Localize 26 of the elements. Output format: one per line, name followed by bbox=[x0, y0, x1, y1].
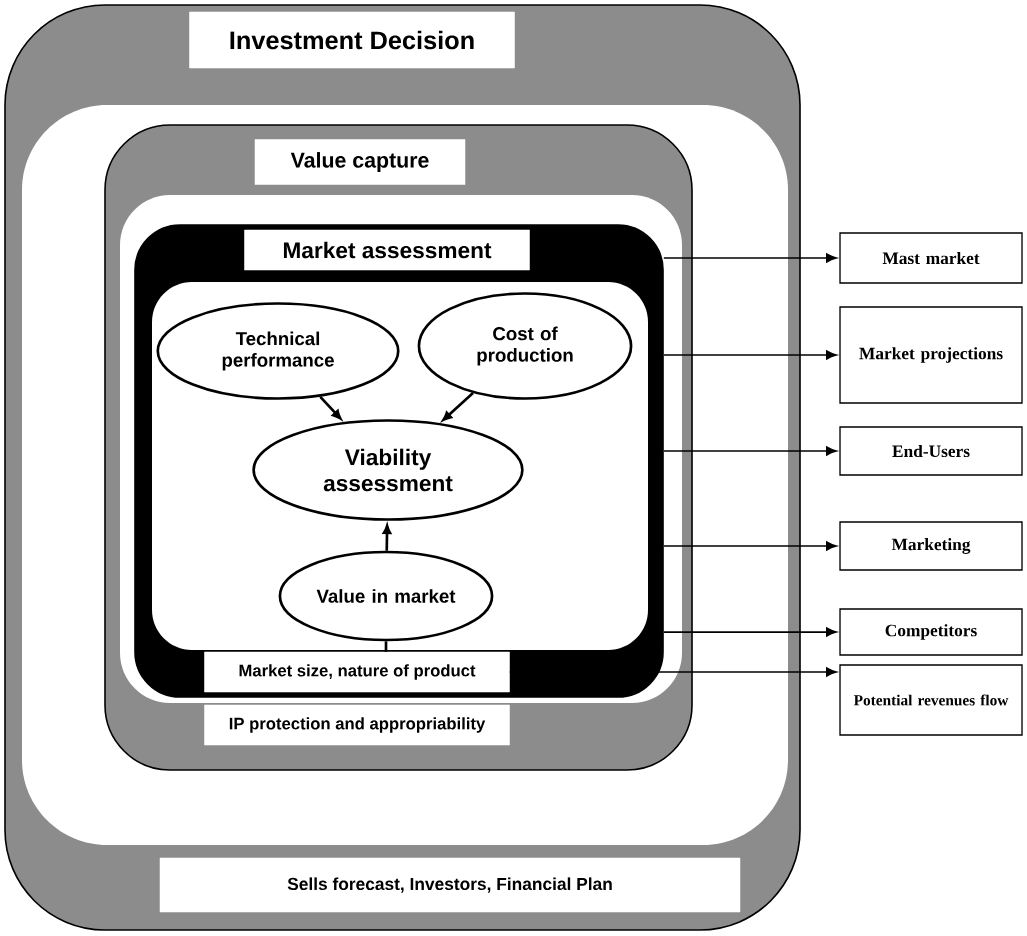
ellipse-node: Value in market bbox=[278, 550, 494, 642]
arrow bbox=[442, 392, 474, 421]
arrow bbox=[662, 446, 837, 456]
arrow bbox=[662, 253, 837, 263]
label-box: Investment Decision bbox=[189, 11, 515, 69]
arrow bbox=[662, 541, 837, 551]
arrow bbox=[662, 627, 837, 637]
label-box: Sells forecast, Investors, Financial Plan bbox=[159, 857, 741, 913]
label-box: Value capture bbox=[254, 139, 466, 185]
output-box: Market projections bbox=[839, 306, 1023, 404]
connector-line bbox=[384, 641, 388, 652]
ellipse-node: Viability assessment bbox=[252, 419, 524, 521]
label-box: Market assessment bbox=[244, 229, 530, 271]
arrow bbox=[508, 667, 837, 677]
ellipse-node: Cost of production bbox=[417, 292, 633, 400]
label-box: Market size, nature of product bbox=[204, 651, 510, 693]
arrow bbox=[662, 350, 837, 360]
output-box: Potential revenues flow bbox=[839, 664, 1023, 736]
label-box: IP protection and appropriability bbox=[204, 704, 510, 746]
arrow bbox=[382, 524, 392, 551]
output-box: Mast market bbox=[839, 232, 1023, 284]
arrow bbox=[319, 395, 342, 420]
output-box: Marketing bbox=[839, 521, 1023, 571]
output-box: End-Users bbox=[839, 426, 1023, 476]
ellipse-node: Technical performance bbox=[156, 302, 400, 400]
output-box: Competitors bbox=[839, 608, 1023, 656]
